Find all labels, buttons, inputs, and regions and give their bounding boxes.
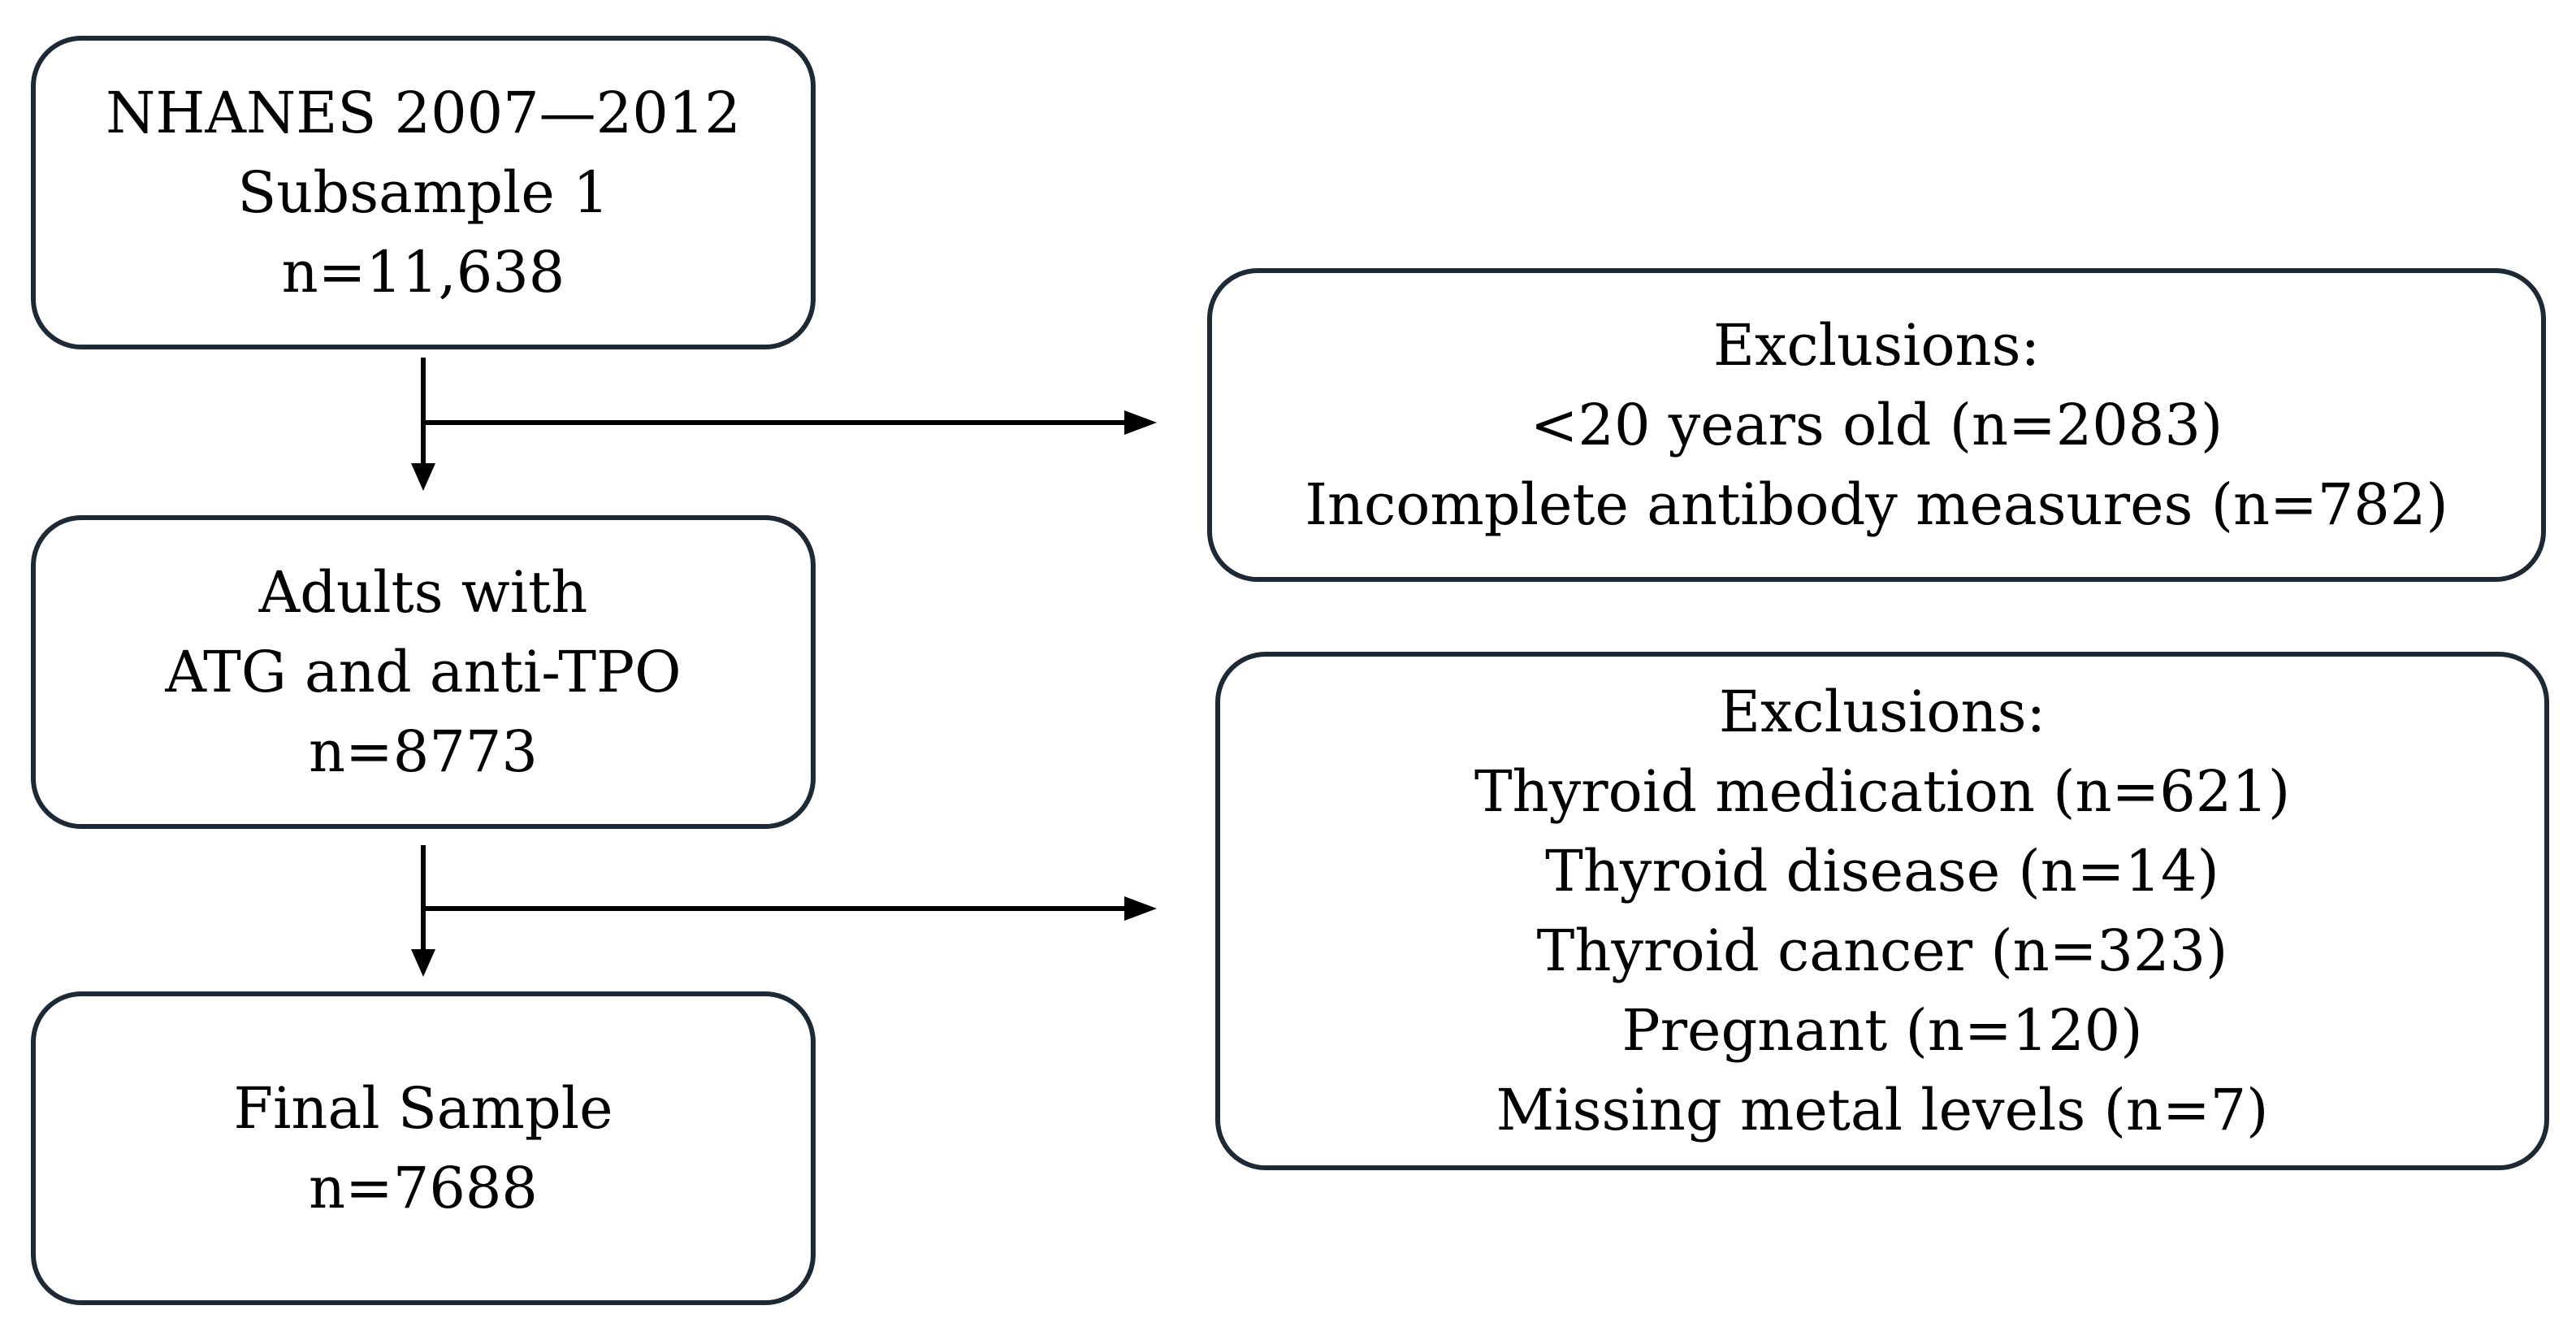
arrowhead-right-1 [1124, 410, 1157, 435]
exclusions-2-item: Missing metal levels (n=7) [1496, 1077, 2269, 1143]
arrowhead-right-2 [1124, 896, 1157, 921]
arrowhead-down-1 [411, 463, 435, 491]
exclusions-box-2: Exclusions: Thyroid medication (n=621) T… [1215, 652, 2549, 1170]
exclusions-2-item: Thyroid medication (n=621) [1474, 758, 2291, 825]
final-line-1: Final Sample [233, 1075, 613, 1142]
exclusions-2-item: Thyroid disease (n=14) [1545, 838, 2219, 904]
adults-line-3: n=8773 [309, 718, 538, 785]
exclusions-box-1: Exclusions: <20 years old (n=2083) Incom… [1207, 268, 2546, 582]
exclusions-1-item: Incomplete antibody measures (n=782) [1305, 471, 2448, 538]
exclusions-1-item: <20 years old (n=2083) [1530, 392, 2223, 458]
arrowhead-down-2 [411, 949, 435, 977]
final-line-2: n=7688 [309, 1155, 538, 1221]
source-line-3: n=11,638 [281, 239, 565, 306]
exclusions-2-item: Thyroid cancer (n=323) [1536, 917, 2228, 984]
exclusions-1-title: Exclusions: [1712, 312, 2041, 379]
adults-sample-box: Adults with ATG and anti-TPO n=8773 [31, 515, 816, 829]
source-sample-box: NHANES 2007—2012 Subsample 1 n=11,638 [31, 36, 816, 349]
exclusions-2-title: Exclusions: [1718, 679, 2046, 745]
exclusions-2-item: Pregnant (n=120) [1621, 997, 2143, 1064]
source-line-1: NHANES 2007—2012 [106, 80, 741, 146]
adults-line-1: Adults with [258, 559, 588, 626]
final-sample-box: Final Sample n=7688 [31, 991, 816, 1305]
source-line-2: Subsample 1 [237, 159, 609, 226]
adults-line-2: ATG and anti-TPO [165, 639, 682, 705]
